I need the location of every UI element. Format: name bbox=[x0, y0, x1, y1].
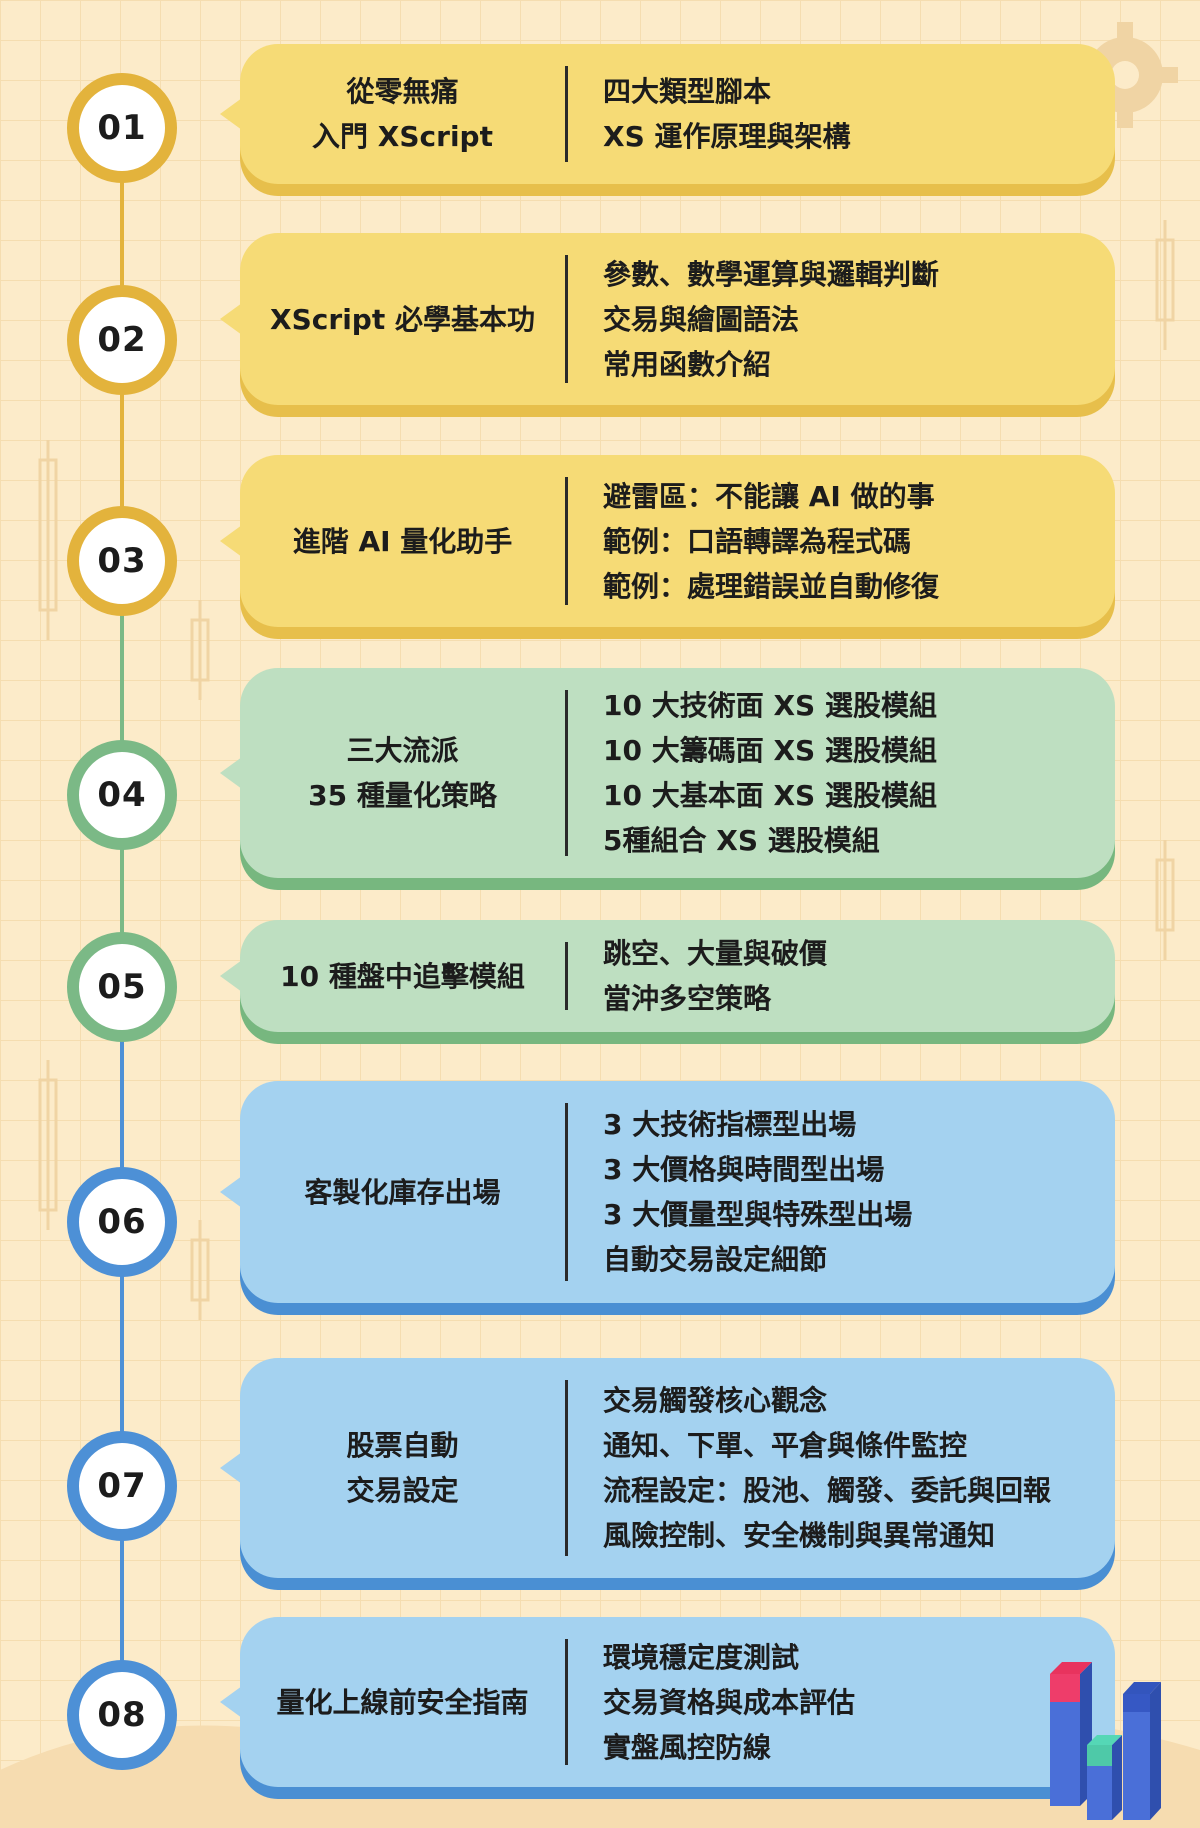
step-number-badge: 01 bbox=[67, 73, 177, 183]
card-divider bbox=[565, 690, 568, 856]
bar-chart-3d-icon bbox=[1050, 1662, 1161, 1820]
step-title: 量化上線前安全指南 bbox=[240, 1617, 565, 1787]
step-topic-item: 流程設定：股池、觸發、委託與回報 bbox=[603, 1474, 1052, 1507]
step-topic-item: 當沖多空策略 bbox=[603, 982, 772, 1015]
step-title: 進階 AI 量化助手 bbox=[240, 455, 565, 627]
timeline-segment bbox=[120, 1272, 124, 1436]
step-card: 從零無痛入門 XScript 四大類型腳本 XS 運作原理與架構 bbox=[240, 44, 1115, 184]
timeline-segment bbox=[120, 1037, 124, 1172]
step-topic-item: XS 運作原理與架構 bbox=[603, 120, 851, 153]
step-card: 股票自動交易設定交易觸發核心觀念通知、下單、平倉與條件監控流程設定：股池、觸發、… bbox=[240, 1358, 1115, 1578]
step-number-badge: 07 bbox=[67, 1431, 177, 1541]
card-divider bbox=[565, 1103, 568, 1281]
step-topic-item: 四大類型腳本 bbox=[603, 75, 772, 108]
step-card: XScript 必學基本功參數、數學運算與邏輯判斷交易與繪圖語法常用函數介紹 bbox=[240, 233, 1115, 405]
card-pointer bbox=[220, 757, 242, 789]
step-card: 三大流派 35 種量化策略 10 大技術面 XS 選股模組 10 大籌碼面 XS 選股… bbox=[240, 668, 1115, 878]
timeline-segment bbox=[120, 611, 124, 745]
timeline-segment bbox=[120, 178, 124, 290]
step-title-line: 三大流派 bbox=[346, 734, 459, 767]
step-topic-item: 自動交易設定細節 bbox=[603, 1243, 828, 1276]
step-topic-item: 風險控制、安全機制與異常通知 bbox=[603, 1519, 996, 1552]
card-pointer bbox=[220, 1176, 242, 1208]
step-topic-item: 避雷區：不能讓 AI 做的事 bbox=[603, 479, 935, 513]
step-card: 進階 AI 量化助手 避雷區：不能讓 AI 做的事範例：口語轉譯為程式碼範例：處理… bbox=[240, 455, 1115, 627]
bar-chart-bar-3 bbox=[1123, 1682, 1161, 1820]
card-divider bbox=[565, 1639, 568, 1765]
step-title: 三大流派 35 種量化策略 bbox=[240, 668, 565, 878]
card-divider bbox=[565, 942, 568, 1010]
step-topic-list: 10 大技術面 XS 選股模組 10 大籌碼面 XS 選股模組 10 大基本面 XS… bbox=[568, 668, 1115, 878]
step-topic-list: 避雷區：不能讓 AI 做的事範例：口語轉譯為程式碼範例：處理錯誤並自動修復 bbox=[568, 455, 1115, 627]
step-title-line: 35 種量化策略 bbox=[308, 779, 497, 812]
step-number-badge: 08 bbox=[67, 1660, 177, 1770]
step-topic-item: 10 大籌碼面 XS 選股模組 bbox=[603, 734, 937, 767]
card-pointer bbox=[220, 303, 242, 335]
step-title-line: XScript 必學基本功 bbox=[270, 302, 535, 336]
step-topic-item: 範例：處理錯誤並自動修復 bbox=[603, 569, 940, 603]
step-topic-item: 交易觸發核心觀念 bbox=[603, 1384, 828, 1417]
step-title: 客製化庫存出場 bbox=[240, 1081, 565, 1303]
card-pointer bbox=[220, 1686, 242, 1718]
step-title-line: 量化上線前安全指南 bbox=[276, 1685, 529, 1719]
step-title: XScript 必學基本功 bbox=[240, 233, 565, 405]
timeline-segment bbox=[120, 390, 124, 511]
card-divider bbox=[565, 255, 568, 383]
step-topic-item: 交易與繪圖語法 bbox=[603, 302, 800, 336]
step-number-badge: 04 bbox=[67, 740, 177, 850]
timeline-segment bbox=[120, 1536, 124, 1665]
bar-chart-bar-2 bbox=[1087, 1735, 1122, 1820]
card-divider bbox=[565, 1380, 568, 1556]
bar-chart-bar-1 bbox=[1050, 1662, 1092, 1806]
candlestick-decoration bbox=[38, 220, 1175, 1320]
step-number-badge: 06 bbox=[67, 1167, 177, 1277]
step-topic-item: 10 大技術面 XS 選股模組 bbox=[603, 689, 937, 722]
step-topic-item: 跳空、大量與破價 bbox=[603, 937, 828, 970]
step-topic-item: 通知、下單、平倉與條件監控 bbox=[603, 1429, 968, 1462]
step-title: 10 種盤中追擊模組 bbox=[240, 920, 565, 1032]
step-topic-item: 3 大價格與時間型出場 bbox=[603, 1153, 885, 1186]
step-topic-item: 常用函數介紹 bbox=[603, 347, 772, 381]
step-card: 量化上線前安全指南 環境穩定度測試交易資格與成本評估實盤風控防線 bbox=[240, 1617, 1115, 1787]
step-topic-item: 環境穩定度測試 bbox=[603, 1640, 800, 1674]
step-topic-item: 5種組合 XS 選股模組 bbox=[603, 824, 880, 857]
step-topic-item: 10 大基本面 XS 選股模組 bbox=[603, 779, 937, 812]
step-title-line: 入門 XScript bbox=[312, 120, 493, 153]
step-topic-list: 環境穩定度測試交易資格與成本評估實盤風控防線 bbox=[568, 1617, 1115, 1787]
step-topic-list: 參數、數學運算與邏輯判斷交易與繪圖語法常用函數介紹 bbox=[568, 233, 1115, 405]
step-title-line: 交易設定 bbox=[346, 1474, 459, 1507]
step-topic-item: 實盤風控防線 bbox=[603, 1730, 772, 1764]
step-topic-list: 跳空、大量與破價當沖多空策略 bbox=[568, 920, 1115, 1032]
card-pointer bbox=[220, 1452, 242, 1484]
step-title: 股票自動交易設定 bbox=[240, 1358, 565, 1578]
step-title-line: 客製化庫存出場 bbox=[304, 1175, 501, 1209]
step-number-badge: 05 bbox=[67, 932, 177, 1042]
step-card: 10 種盤中追擊模組 跳空、大量與破價當沖多空策略 bbox=[240, 920, 1115, 1032]
step-topic-list: 3 大技術指標型出場 3 大價格與時間型出場 3 大價量型與特殊型出場自動交易設定細… bbox=[568, 1081, 1115, 1303]
card-divider bbox=[565, 477, 568, 605]
step-number-badge: 03 bbox=[67, 506, 177, 616]
step-topic-list: 四大類型腳本 XS 運作原理與架構 bbox=[568, 44, 1115, 184]
step-topic-item: 3 大價量型與特殊型出場 bbox=[603, 1198, 913, 1231]
step-topic-item: 範例：口語轉譯為程式碼 bbox=[603, 524, 912, 558]
card-pointer bbox=[220, 98, 242, 130]
step-topic-item: 3 大技術指標型出場 bbox=[603, 1108, 857, 1141]
step-title-line: 10 種盤中追擊模組 bbox=[280, 959, 525, 993]
step-topic-item: 交易資格與成本評估 bbox=[603, 1685, 856, 1719]
card-pointer bbox=[220, 525, 242, 557]
step-title-line: 進階 AI 量化助手 bbox=[292, 524, 513, 558]
card-divider bbox=[565, 66, 568, 162]
step-title-line: 從零無痛 bbox=[346, 75, 459, 108]
step-topic-list: 交易觸發核心觀念通知、下單、平倉與條件監控流程設定：股池、觸發、委託與回報風險控… bbox=[568, 1358, 1115, 1578]
step-topic-item: 參數、數學運算與邏輯判斷 bbox=[603, 257, 940, 291]
step-title: 從零無痛入門 XScript bbox=[240, 44, 565, 184]
step-number-badge: 02 bbox=[67, 285, 177, 395]
timeline-segment bbox=[120, 845, 124, 937]
step-card: 客製化庫存出場 3 大技術指標型出場 3 大價格與時間型出場 3 大價量型與特殊型出場… bbox=[240, 1081, 1115, 1303]
card-pointer bbox=[220, 960, 242, 992]
step-title-line: 股票自動 bbox=[346, 1429, 459, 1462]
